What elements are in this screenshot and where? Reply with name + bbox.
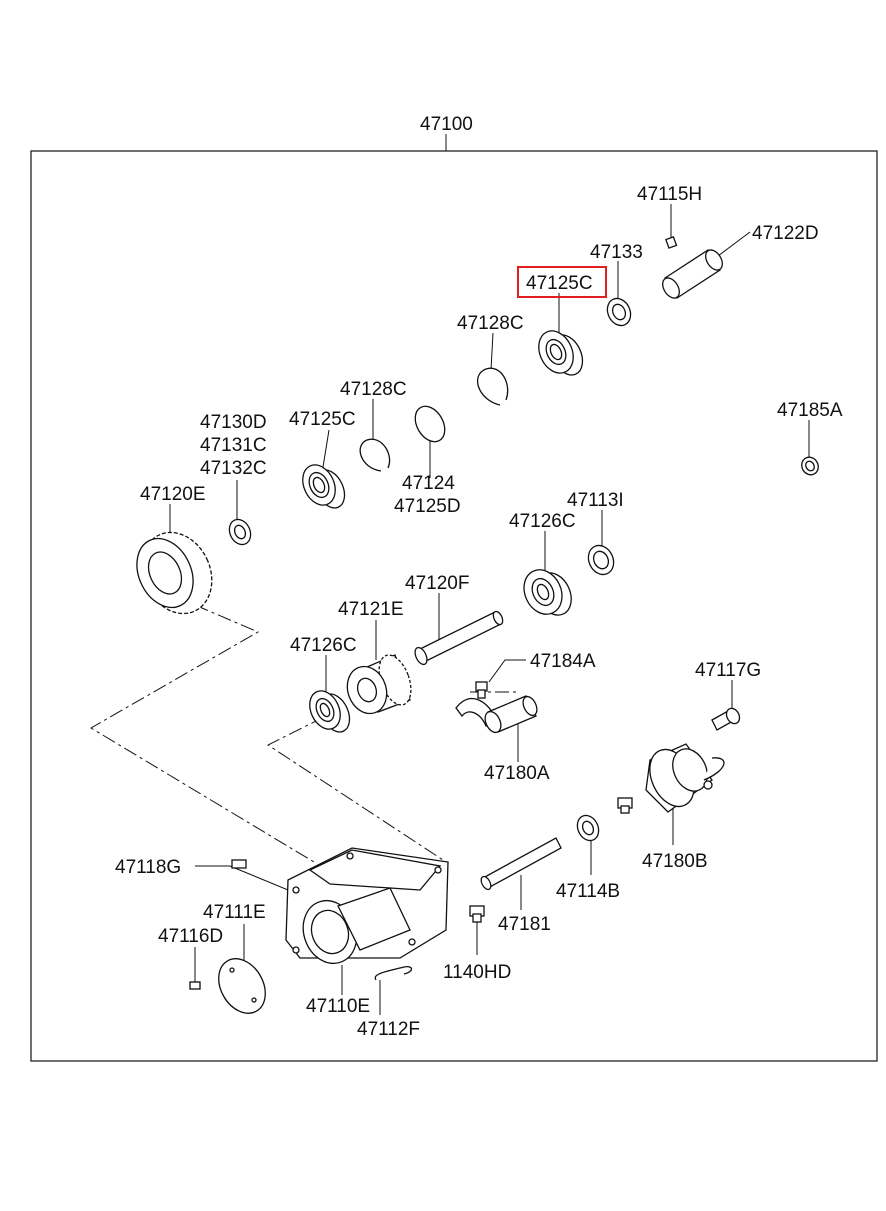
bolt-47117G	[711, 707, 741, 731]
label-47114B[interactable]: 47114B	[556, 881, 620, 902]
label-47125C-top[interactable]: 47125C	[526, 273, 593, 294]
bearing-47126C-lower	[309, 690, 351, 733]
label-47120F[interactable]: 47120F	[405, 573, 469, 594]
cover-plate-47111E	[218, 958, 266, 1014]
housing-47110E	[285, 847, 449, 965]
assembly-frame	[30, 150, 878, 1062]
shaft-47120F	[414, 610, 504, 666]
washer-47130D	[228, 518, 252, 546]
seal-47113I	[587, 544, 615, 576]
bearing-47126C-upper	[523, 569, 572, 616]
label-47118G[interactable]: 47118G	[115, 857, 181, 878]
bearing-47125C-top	[538, 330, 584, 376]
label-1140HD[interactable]: 1140HD	[443, 962, 511, 983]
label-47122D[interactable]: 47122D	[752, 223, 819, 244]
snap-ring-47128C-top	[476, 367, 509, 406]
label-47126C-lower[interactable]: 47126C	[290, 635, 357, 656]
label-47120E[interactable]: 47120E	[140, 484, 206, 505]
seal-47114B	[576, 814, 600, 842]
pin-47118G	[231, 859, 247, 869]
assembly-number-label[interactable]: 47100	[420, 114, 473, 135]
label-47131C[interactable]: 47131C	[200, 435, 267, 456]
label-47130D[interactable]: 47130D	[200, 412, 267, 433]
ring-47124	[414, 405, 446, 443]
label-47125C-mid[interactable]: 47125C	[289, 409, 356, 430]
label-47181[interactable]: 47181	[498, 914, 551, 935]
sleeve-47122D	[662, 249, 723, 299]
cover-47180B	[645, 743, 725, 813]
clip-47112F	[374, 965, 413, 981]
label-47180B[interactable]: 47180B	[642, 851, 708, 872]
label-47113I[interactable]: 47113I	[567, 490, 624, 511]
label-47115H[interactable]: 47115H	[637, 184, 702, 205]
sleeve-gear-47121E	[346, 654, 412, 715]
screw-47116D	[189, 981, 201, 990]
bearing-47125C-mid	[302, 464, 346, 509]
washer-47133	[606, 297, 632, 327]
pin-47115H	[665, 236, 678, 249]
label-47116D[interactable]: 47116D	[158, 926, 223, 947]
label-47124[interactable]: 47124	[402, 473, 455, 494]
label-47125D[interactable]: 47125D	[394, 496, 461, 517]
highlight-box	[517, 266, 607, 298]
label-47110E[interactable]: 47110E	[306, 996, 370, 1017]
label-47185A[interactable]: 47185A	[777, 400, 843, 421]
label-47132C[interactable]: 47132C	[200, 458, 267, 479]
label-47128C-mid[interactable]: 47128C	[340, 379, 407, 400]
label-47128C-top[interactable]: 47128C	[457, 313, 524, 334]
label-47126C-upper[interactable]: 47126C	[509, 511, 576, 532]
bolt-1140HD	[469, 905, 485, 923]
fork-47180A	[455, 695, 538, 734]
label-47184A[interactable]: 47184A	[530, 651, 596, 672]
label-47112F[interactable]: 47112F	[357, 1019, 420, 1040]
label-47117G[interactable]: 47117G	[695, 660, 761, 681]
nut-47180B	[617, 797, 633, 814]
gear-47120E	[136, 531, 213, 615]
bolt-47184A	[475, 681, 488, 699]
label-47180A[interactable]: 47180A	[484, 763, 550, 784]
label-47111E[interactable]: 47111E	[203, 902, 266, 923]
washer-47185A	[801, 456, 819, 476]
label-47133[interactable]: 47133	[590, 242, 643, 263]
label-47121E[interactable]: 47121E	[338, 599, 404, 620]
rod-47181	[480, 837, 562, 891]
snap-ring-47128C-mid	[359, 438, 391, 472]
